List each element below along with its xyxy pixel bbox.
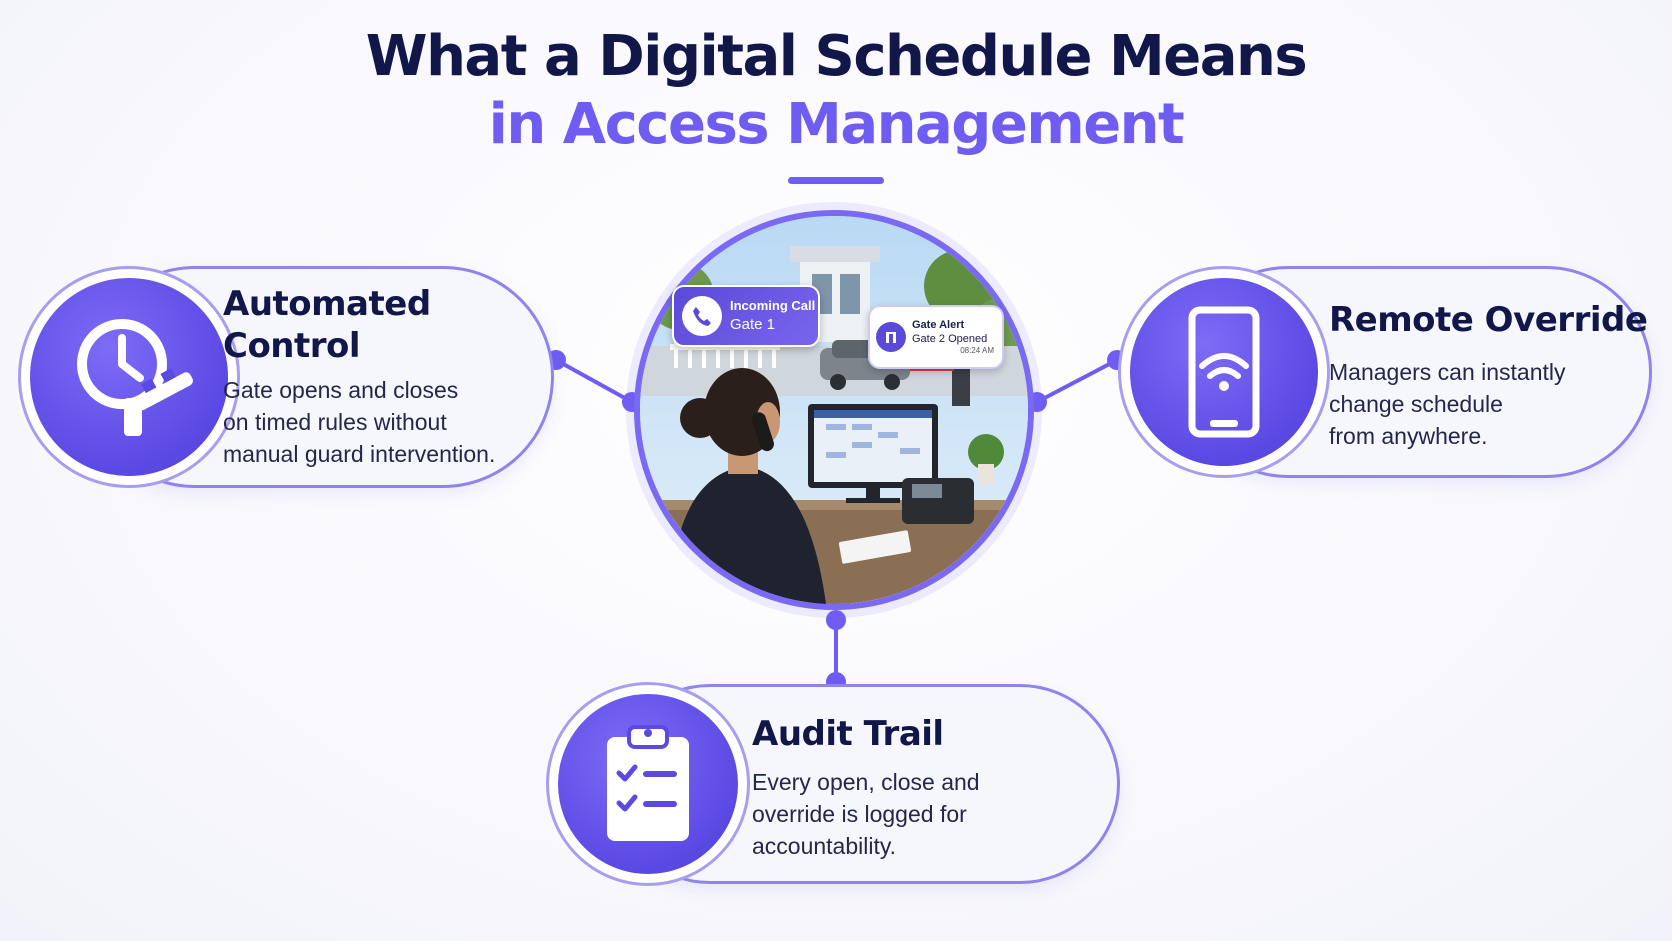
gate-icon: [876, 322, 906, 352]
automated-control-title: Automated Control: [223, 283, 431, 367]
title-underline: [788, 177, 884, 184]
automated-control-desc-line-2: on timed rules without: [223, 409, 447, 435]
clock-gate-barrier-icon: [30, 278, 228, 476]
gate-alert-notification: Gate Alert Gate 2 Opened 08:24 AM: [868, 305, 1004, 369]
automated-control-title-line-2: Control: [223, 326, 361, 366]
gate-alert-time: 08:24 AM: [960, 346, 994, 355]
audit-trail-desc-line-3: accountability.: [752, 833, 897, 859]
smartphone-wireless-icon: [1130, 278, 1318, 466]
automated-control-title-line-1: Automated: [223, 284, 431, 324]
remote-override-desc-line-2: change schedule: [1329, 391, 1503, 417]
title-line-2: in Access Management: [488, 92, 1185, 157]
audit-trail-title: Audit Trail: [752, 714, 944, 754]
remote-override-title: Remote Override: [1329, 300, 1648, 340]
title-line-1: What a Digital Schedule Means: [365, 24, 1308, 89]
gate-alert-title: Gate Alert: [912, 319, 965, 331]
automated-control-desc-line-3: manual guard intervention.: [223, 441, 496, 467]
incoming-call-gate: Gate 1: [730, 316, 776, 333]
automated-control-description: Gate opens and closes on timed rules wit…: [223, 374, 495, 470]
incoming-call-notification: Incoming Call Gate 1: [672, 285, 820, 347]
incoming-call-title: Incoming Call: [730, 298, 816, 313]
remote-override-desc-line-1: Managers can instantly: [1329, 359, 1566, 385]
automated-control-desc-line-1: Gate opens and closes: [223, 377, 459, 403]
audit-trail-description: Every open, close and override is logged…: [752, 766, 980, 862]
audit-trail-desc-line-1: Every open, close and: [752, 769, 980, 795]
audit-trail-desc-line-2: override is logged for: [752, 801, 967, 827]
phone-call-icon: [682, 296, 722, 336]
connector-right: [1036, 358, 1118, 404]
clipboard-checklist-icon: [558, 694, 738, 874]
connector-left: [555, 358, 633, 404]
remote-override-desc-line-3: from anywhere.: [1329, 423, 1488, 449]
remote-override-description: Managers can instantly change schedule f…: [1329, 356, 1566, 452]
connector-bottom-dot-top: [826, 610, 846, 630]
center-photo-receptionist: [634, 210, 1034, 610]
gate-alert-message: Gate 2 Opened: [912, 333, 988, 345]
